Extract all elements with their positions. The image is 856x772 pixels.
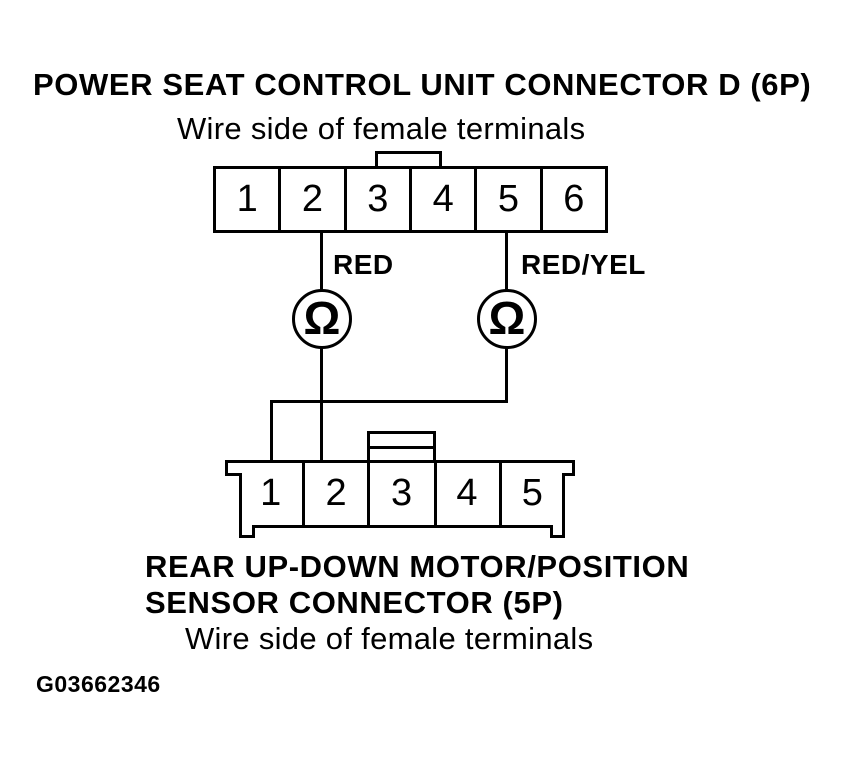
bottom-connector-pin-5: 5: [521, 471, 543, 514]
ohmmeter-symbol-red: Ω: [292, 289, 352, 349]
wire-redyel-segment-top: [505, 233, 508, 290]
bottom-connector-title-line2: SENSOR CONNECTOR (5P): [145, 585, 564, 620]
top-connector-tab: [375, 151, 442, 169]
wire-label-red-yel: RED/YEL: [521, 249, 646, 280]
bottom-connector-pin-3: 3: [390, 471, 413, 514]
ohm-icon: Ω: [303, 292, 341, 344]
bottom-connector-pin-2: 2: [325, 471, 347, 514]
bottom-connector-pin-1: 1: [260, 471, 282, 514]
top-connector: 1 2 3 4 5 6: [213, 166, 608, 233]
wire-redyel-segment-horizontal: [270, 400, 508, 403]
top-connector-pin-5: 5: [477, 169, 543, 230]
wire-redyel-segment-mid: [505, 348, 508, 403]
bottom-connector-pin-4: 4: [456, 471, 478, 514]
bottom-connector-housing: [225, 431, 575, 538]
top-connector-pin-4: 4: [412, 169, 478, 230]
wire-label-red: RED: [333, 249, 394, 280]
top-connector-pin-3: 3: [347, 169, 412, 230]
top-connector-pin-1: 1: [216, 169, 282, 230]
ohm-icon: Ω: [488, 292, 526, 344]
bottom-connector-subtitle: Wire side of female terminals: [185, 621, 594, 656]
wire-red-segment-bottom: [320, 348, 323, 460]
top-connector-subtitle: Wire side of female terminals: [177, 111, 586, 146]
top-connector-pin-6: 6: [563, 178, 585, 220]
wire-red-segment-top: [320, 233, 323, 290]
bottom-connector-outline: [225, 460, 575, 538]
ohmmeter-symbol-redyel: Ω: [477, 289, 537, 349]
bottom-connector-title-line1: REAR UP-DOWN MOTOR/POSITION: [145, 549, 690, 584]
bottom-connector: 1 2 3 4 5: [238, 461, 565, 525]
bottom-connector-title: REAR UP-DOWN MOTOR/POSITION SENSOR CONNE…: [145, 549, 689, 621]
top-connector-pin-2: 2: [281, 169, 347, 230]
figure-id: G03662346: [36, 671, 161, 697]
wire-redyel-segment-down: [270, 400, 273, 460]
diagram-title: POWER SEAT CONTROL UNIT CONNECTOR D (6P): [33, 67, 812, 102]
